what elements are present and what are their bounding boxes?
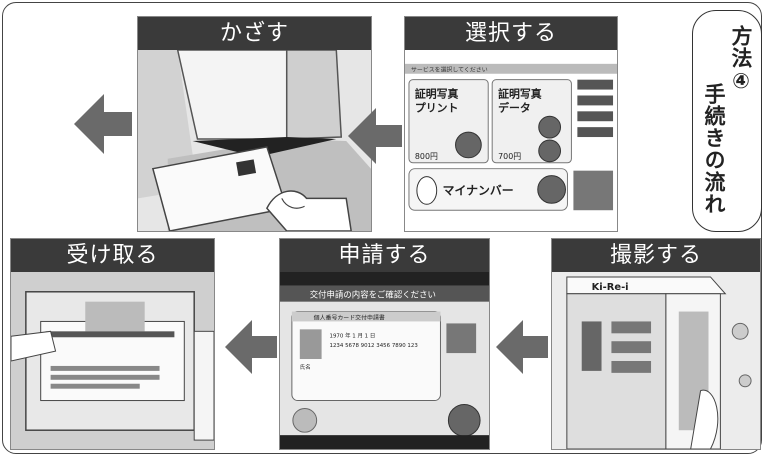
arrow-left-icon	[496, 320, 548, 374]
id-number: 1234 5678 9012 3456 7890 123	[330, 343, 419, 349]
step-kazasu-panel: かざす	[137, 16, 372, 232]
birth-date: 1970 年 1 月 1 日	[330, 331, 376, 339]
step-sentaku-title: 選択する	[405, 17, 617, 50]
name-label: 氏名	[300, 363, 311, 371]
step-kazasu-title: かざす	[138, 17, 371, 50]
confirm-title: 交付申請の内容をご確認ください	[310, 290, 436, 300]
step-shinsei-title: 申請する	[280, 239, 489, 272]
arrow-left-icon	[348, 108, 402, 164]
method-title-box: 方法④ 手続きの流れ	[692, 10, 762, 232]
method-title-line2: 手続きの流れ	[702, 83, 726, 215]
step-sentaku-panel: 選択する サービスを選択してください 証明写真 プリント 800円 証明写真 デ…	[404, 16, 618, 232]
svg-text:プリント: プリント	[415, 100, 459, 114]
step-kazasu-illustration	[138, 50, 371, 231]
price-data: 700円	[498, 152, 521, 161]
step-shinsei-illustration: 交付申請の内容をご確認ください 個人番号カード交付申請書 1970 年 1 月 …	[280, 272, 489, 449]
method-title-line1: 方法④	[729, 25, 753, 94]
booth-sign: Ki-Re-i	[592, 282, 629, 293]
step-sentaku-illustration: サービスを選択してください 証明写真 プリント 800円 証明写真 データ 70…	[405, 50, 617, 231]
step-uketoru-illustration	[11, 272, 214, 449]
screen-header-hint: サービスを選択してください	[411, 66, 488, 74]
svg-text:証明写真: 証明写真	[498, 86, 542, 100]
arrow-left-icon	[74, 94, 132, 154]
step-uketoru-panel: 受け取る	[10, 238, 215, 450]
svg-text:証明写真: 証明写真	[415, 86, 459, 100]
mynumber-label: マイナンバー	[443, 183, 514, 197]
step-satsuei-panel: 撮影する Ki-Re-i	[551, 238, 761, 450]
card-title: 個人番号カード交付申請書	[314, 313, 385, 321]
step-satsuei-title: 撮影する	[552, 239, 760, 272]
arrow-left-icon	[225, 320, 277, 374]
price-print: 800円	[415, 152, 438, 161]
step-satsuei-illustration: Ki-Re-i	[552, 272, 760, 449]
step-uketoru-title: 受け取る	[11, 239, 214, 272]
step-shinsei-panel: 申請する 交付申請の内容をご確認ください 個人番号カード交付申請書 1970 年…	[279, 238, 490, 450]
svg-text:データ: データ	[498, 100, 531, 114]
